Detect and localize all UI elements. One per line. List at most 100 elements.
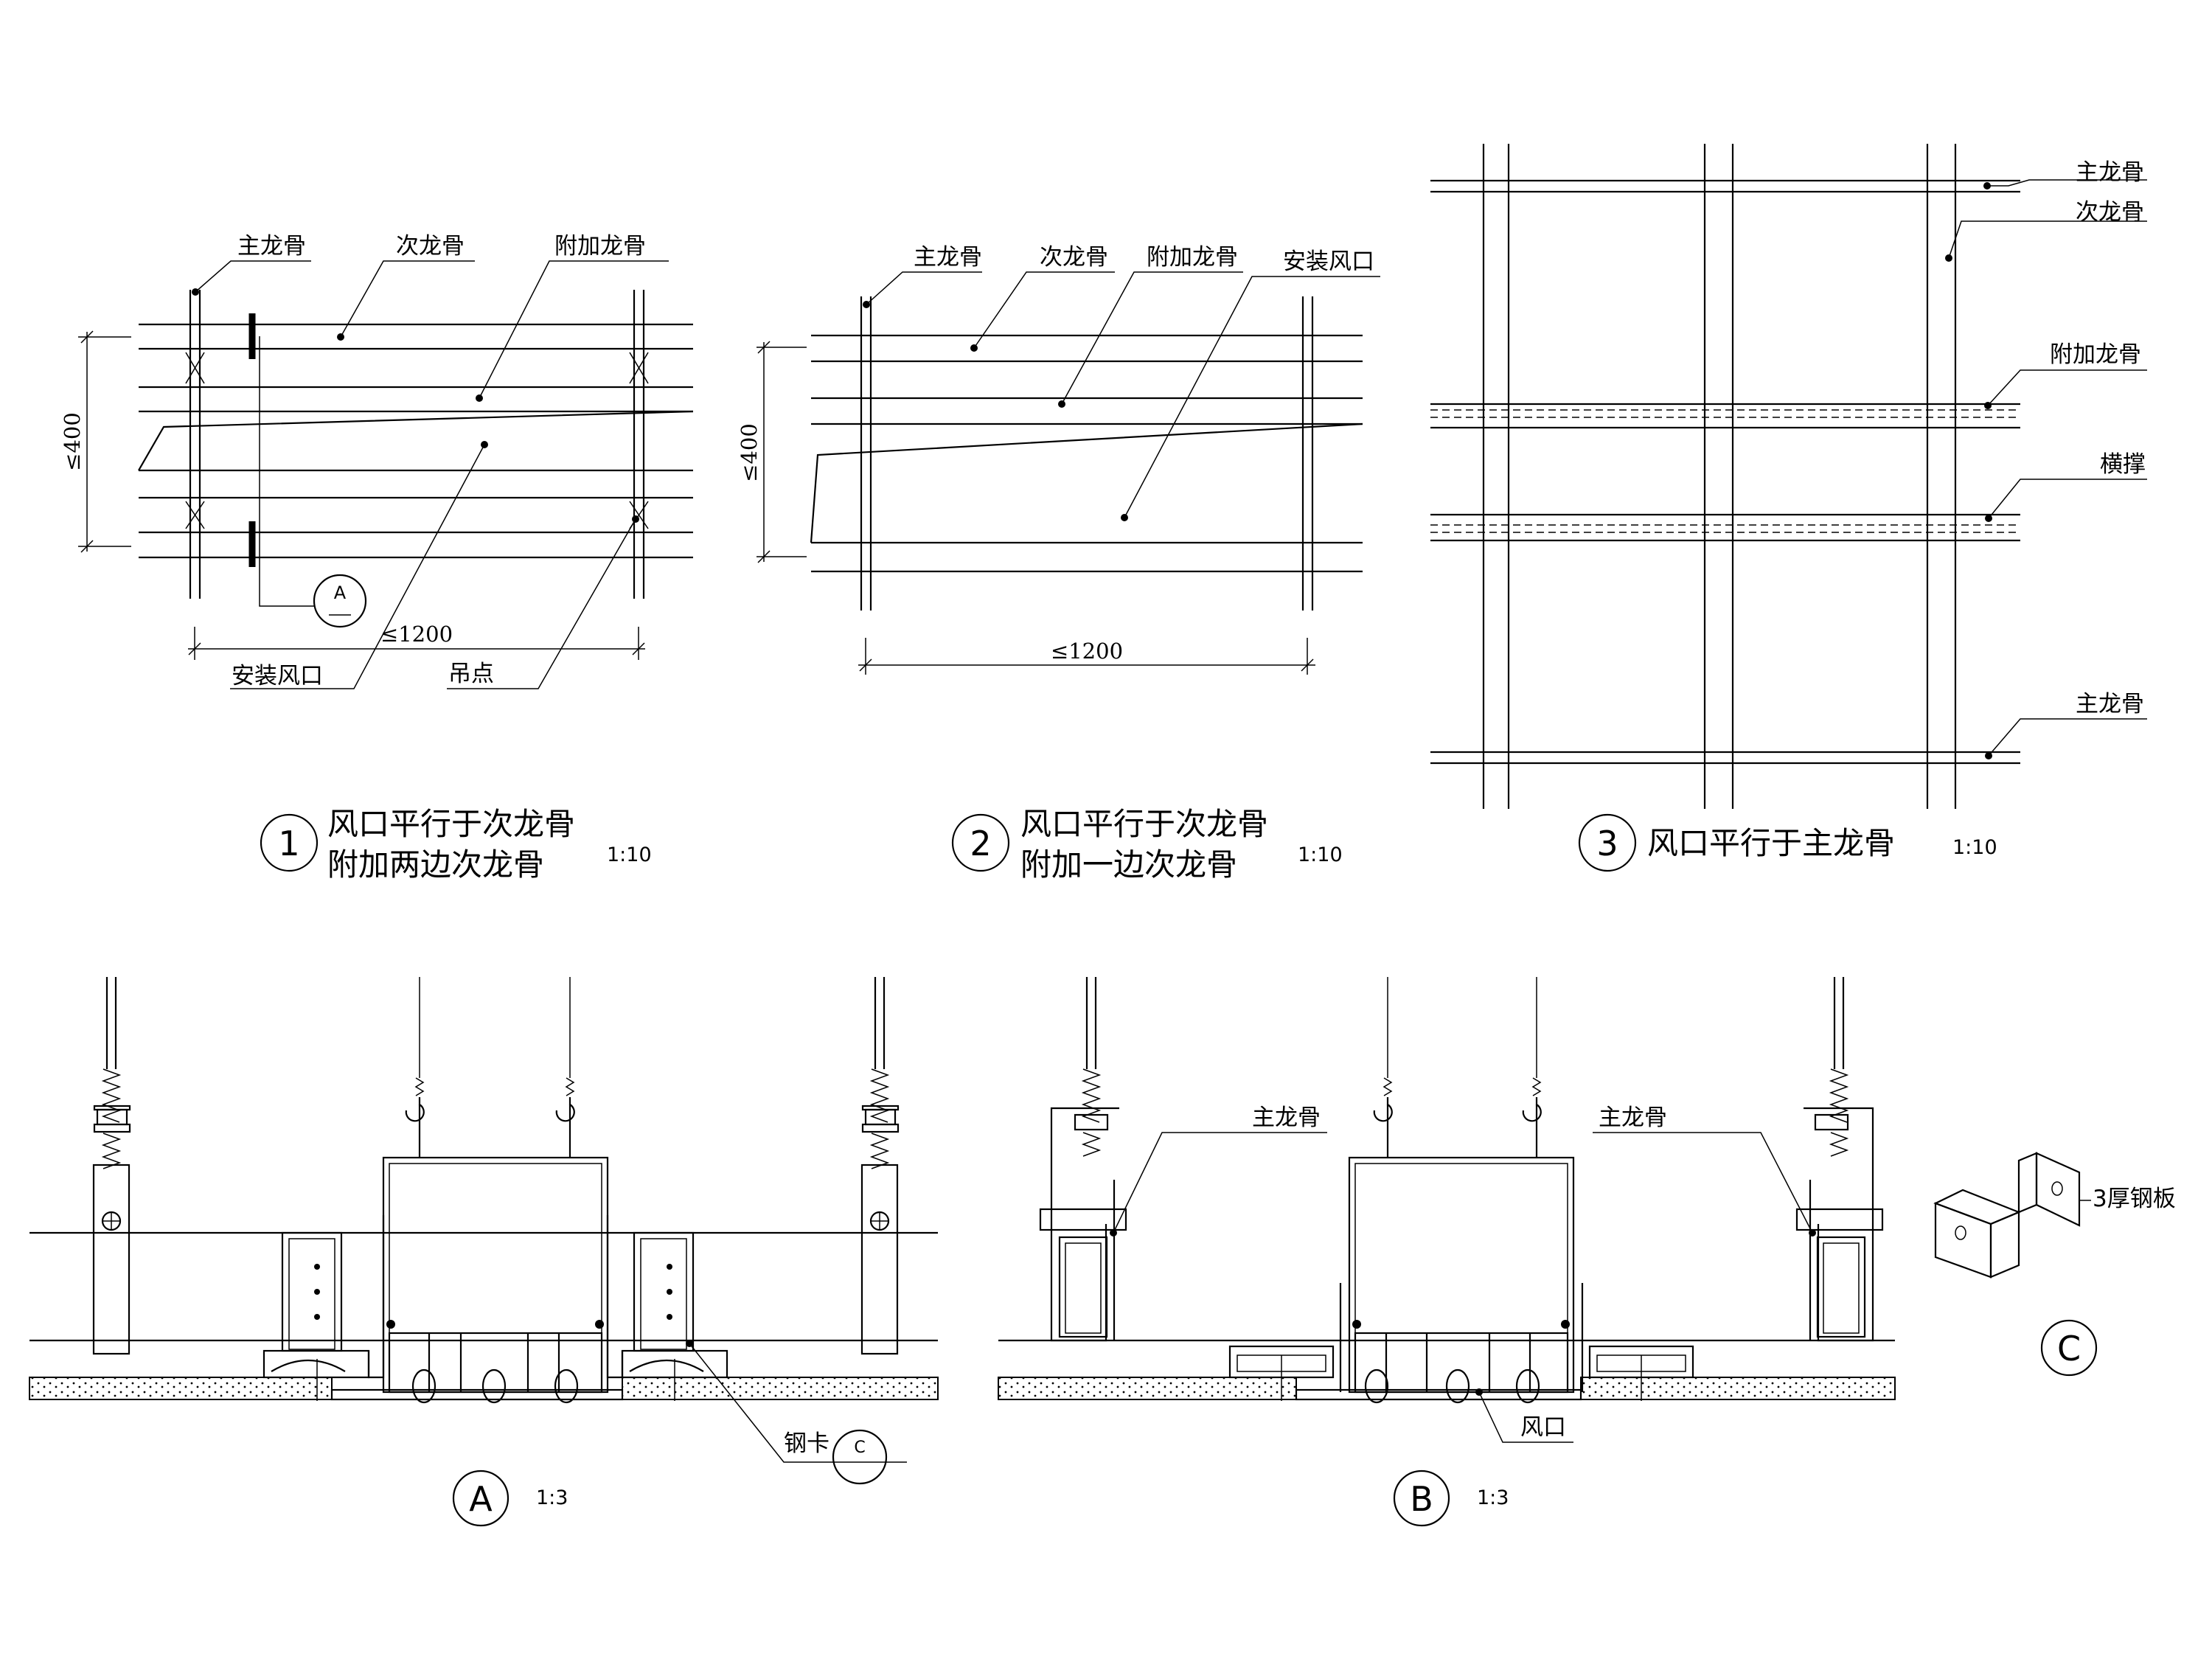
section-a: 钢卡 C A 1:3	[29, 977, 939, 1527]
v2-label-secondary-keel: 次龙骨	[970, 244, 1115, 352]
c-tag-circle	[2040, 1319, 2098, 1377]
svg-text:主龙骨: 主龙骨	[2076, 691, 2144, 717]
b-hanger-left	[1039, 977, 1127, 1342]
section-b: 主龙骨 主龙骨 风口 B 1:3	[998, 977, 1896, 1527]
svg-text:主龙骨: 主龙骨	[1599, 1105, 1667, 1131]
v2-dimension-horizontal: ≤1200	[858, 638, 1315, 675]
v1-label-main-keel: 主龙骨	[192, 233, 311, 296]
v3-scale: 1:10	[1952, 836, 1997, 859]
v1-title-line2: 附加两边次龙骨	[327, 846, 544, 883]
c-steel-plate-bracket	[1933, 1152, 2081, 1279]
v3-number-circle	[1578, 813, 1637, 872]
a-secondary-keel-left	[262, 1215, 385, 1401]
v2-main-keel-right	[1301, 296, 1314, 611]
svg-text:安装风口: 安装风口	[1283, 248, 1374, 275]
v2-scale: 1:10	[1298, 844, 1343, 866]
a-hanger-left	[92, 977, 131, 1355]
a-vent-box	[382, 1156, 609, 1404]
c-label-plate: 3厚钢板	[2079, 1186, 2176, 1212]
a-scale: 1:3	[536, 1486, 568, 1509]
v1-detail-tag: A	[334, 582, 347, 603]
v2-vent-outline	[810, 422, 1363, 543]
v3-label-main-keel-bottom: 主龙骨	[1985, 691, 2147, 759]
a-tag-circle	[452, 1470, 509, 1527]
v2-title-line1: 风口平行于次龙骨	[1020, 806, 1268, 842]
v3-label-secondary-keel: 次龙骨	[1945, 199, 2147, 262]
svg-text:主龙骨: 主龙骨	[2076, 159, 2144, 186]
v1-dimension-horizontal: ≤1200	[188, 622, 645, 660]
b-label-main-keel-right: 主龙骨	[1593, 1105, 1816, 1237]
a-wire-hangers	[405, 977, 575, 1158]
a-secondary-keel-right	[606, 1215, 728, 1401]
svg-text:风口: 风口	[1520, 1414, 1566, 1441]
b-tag-circle	[1393, 1470, 1450, 1527]
v1-label-install-vent: 安装风口	[230, 441, 488, 689]
v1-main-keel-left	[189, 290, 201, 599]
v2-title-line2: 附加一边次龙骨	[1020, 846, 1237, 883]
v3-title: 风口平行于主龙骨	[1647, 825, 1895, 861]
v1-label-secondary-keel: 次龙骨	[337, 233, 475, 341]
v1-scale: 1:10	[607, 844, 652, 866]
v2-main-keel-left	[860, 296, 872, 611]
svg-text:≤1200: ≤1200	[1051, 639, 1123, 664]
v1-number: 1	[278, 824, 299, 863]
svg-text:主龙骨: 主龙骨	[1252, 1105, 1321, 1131]
b-hanger-right	[1795, 977, 1884, 1342]
v1-label-additional-keel: 附加龙骨	[476, 233, 669, 402]
b-vent-box	[1339, 1156, 1584, 1404]
v1-detail-callout-circle	[313, 574, 367, 628]
a-clip-ref: C	[854, 1439, 865, 1457]
svg-text:主龙骨: 主龙骨	[237, 233, 306, 260]
v1-dimension-vertical: ≤400	[60, 330, 131, 553]
v2-number-circle	[951, 813, 1010, 872]
v1-number-circle	[260, 813, 319, 872]
svg-text:附加龙骨: 附加龙骨	[1147, 244, 1238, 271]
v2-label-additional-keel: 附加龙骨	[1058, 244, 1243, 408]
b-scale: 1:3	[1477, 1486, 1509, 1509]
svg-text:附加龙骨: 附加龙骨	[554, 233, 646, 260]
v2-label-main-keel: 主龙骨	[863, 244, 982, 308]
b-label-main-keel-left: 主龙骨	[1110, 1105, 1327, 1237]
b-label-vent: 风口	[1475, 1388, 1573, 1443]
view-1-plan: A ≤1200 ≤400 主龙骨 次龙骨	[60, 233, 694, 883]
svg-text:吊点: 吊点	[448, 661, 494, 687]
b-ceiling-board-right	[1580, 1377, 1896, 1400]
svg-text:≤1200: ≤1200	[380, 622, 453, 647]
b-ceiling-board-left	[998, 1377, 1297, 1400]
c-tag: C	[2057, 1329, 2081, 1368]
view-3-plan: 主龙骨 次龙骨 附加龙骨 横撑 主龙骨 3 风口平行于主龙骨 1:10	[1430, 144, 2147, 872]
v3-label-cross-brace: 横撑	[1985, 451, 2147, 522]
svg-text:3厚钢板: 3厚钢板	[2093, 1186, 2176, 1212]
svg-text:钢卡: 钢卡	[784, 1430, 830, 1457]
v1-title-line1: 风口平行于次龙骨	[327, 806, 575, 842]
v1-main-keel-right	[633, 290, 645, 599]
a-tag: A	[469, 1479, 493, 1519]
svg-text:安装风口: 安装风口	[232, 663, 323, 689]
a-hanger-right	[860, 977, 900, 1355]
v2-dimension-vertical: ≤400	[737, 341, 807, 563]
b-tag: B	[1410, 1479, 1433, 1519]
v1-vent-outline	[138, 410, 694, 471]
b-secondary-keels	[1228, 1345, 1694, 1401]
svg-text:≤400: ≤400	[60, 412, 85, 471]
view-2-plan: ≤1200 ≤400 主龙骨 次龙骨 附加龙骨 安装风口	[737, 244, 1380, 883]
a-label-steel-clip: 钢卡 C	[686, 1340, 907, 1485]
v2-number: 2	[970, 824, 991, 863]
a-ceiling-board-right	[622, 1377, 939, 1400]
v3-number: 3	[1596, 824, 1618, 863]
svg-text:附加龙骨: 附加龙骨	[2050, 341, 2141, 368]
a-ceiling-board-left	[29, 1377, 333, 1400]
detail-c: 3厚钢板 C	[1933, 1152, 2176, 1377]
v1-hanging-point-marks	[185, 352, 649, 529]
b-wire-hangers	[1373, 977, 1542, 1158]
v3-label-additional-keel: 附加龙骨	[1984, 341, 2147, 409]
svg-text:主龙骨: 主龙骨	[914, 244, 982, 271]
svg-text:横撑: 横撑	[2100, 451, 2146, 478]
svg-text:次龙骨: 次龙骨	[2076, 199, 2144, 226]
v2-label-install-vent: 安装风口	[1121, 248, 1380, 521]
svg-text:次龙骨: 次龙骨	[396, 233, 465, 260]
svg-text:次龙骨: 次龙骨	[1040, 244, 1108, 271]
v1-label-hanging-point: 吊点	[447, 515, 639, 689]
svg-text:≤400: ≤400	[737, 423, 762, 482]
